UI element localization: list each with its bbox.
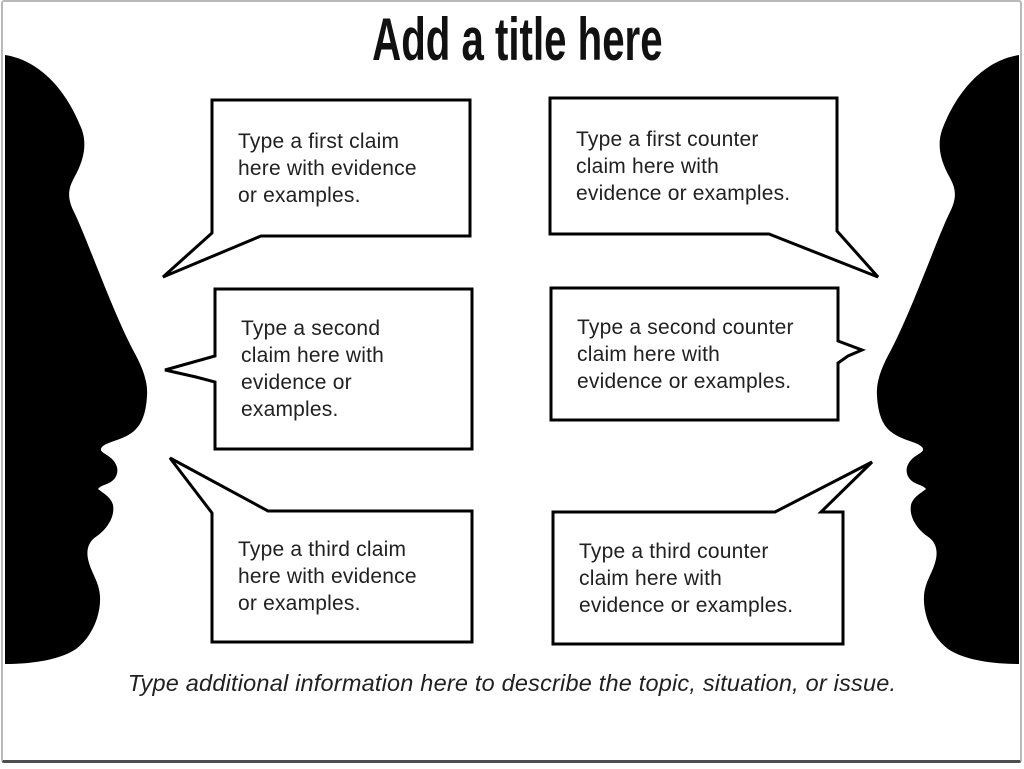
- text-line: here with evidence: [238, 565, 417, 588]
- text-line: Type a second counter: [577, 315, 794, 339]
- text-line: or examples.: [238, 183, 361, 207]
- text-line: claim here with: [576, 154, 720, 178]
- text-line: claim here with: [577, 342, 721, 366]
- right-face-silhouette-icon: [876, 55, 1019, 664]
- slide-title[interactable]: Add a title here: [372, 6, 663, 73]
- first-claim-text[interactable]: Type a first claim here with evidence or…: [238, 100, 463, 236]
- second-claim-text[interactable]: Type a second claim here with evidence o…: [241, 289, 466, 449]
- slide-caption[interactable]: Type additional information here to desc…: [127, 670, 897, 696]
- second-counter-claim-text[interactable]: Type a second counter claim here with ev…: [577, 288, 832, 420]
- text-line: Type a first counter: [576, 127, 759, 151]
- speech-bubble-first-claim[interactable]: [161, 98, 472, 279]
- text-line: here with evidence: [238, 156, 417, 180]
- third-claim-text[interactable]: Type a third claim here with evidence or…: [238, 511, 463, 642]
- speech-bubble-second-claim[interactable]: [164, 287, 474, 451]
- text-line: evidence or examples.: [576, 181, 791, 205]
- first-counter-claim-text[interactable]: Type a first counter claim here with evi…: [576, 98, 831, 234]
- text-line: claim here with: [241, 344, 385, 367]
- speech-bubble-second-counter-claim[interactable]: [549, 286, 867, 422]
- text-line: Type a third claim: [238, 538, 407, 561]
- text-line: Type a third counter: [579, 539, 769, 563]
- text-line: evidence or examples.: [579, 593, 794, 617]
- text-line: claim here with: [579, 566, 723, 590]
- text-line: evidence or: [241, 371, 352, 394]
- text-line: examples.: [241, 398, 339, 421]
- text-line: or examples.: [238, 592, 361, 615]
- third-counter-claim-text[interactable]: Type a third counter claim here with evi…: [579, 512, 837, 644]
- text-line: Type a first claim: [238, 129, 400, 153]
- left-face-silhouette-icon: [5, 55, 148, 664]
- text-line: evidence or examples.: [577, 369, 792, 393]
- speech-bubble-third-counter-claim[interactable]: [551, 460, 874, 646]
- speech-bubble-third-claim[interactable]: [168, 456, 474, 644]
- text-line: Type a second: [241, 317, 381, 340]
- speech-bubble-first-counter-claim[interactable]: [548, 96, 880, 279]
